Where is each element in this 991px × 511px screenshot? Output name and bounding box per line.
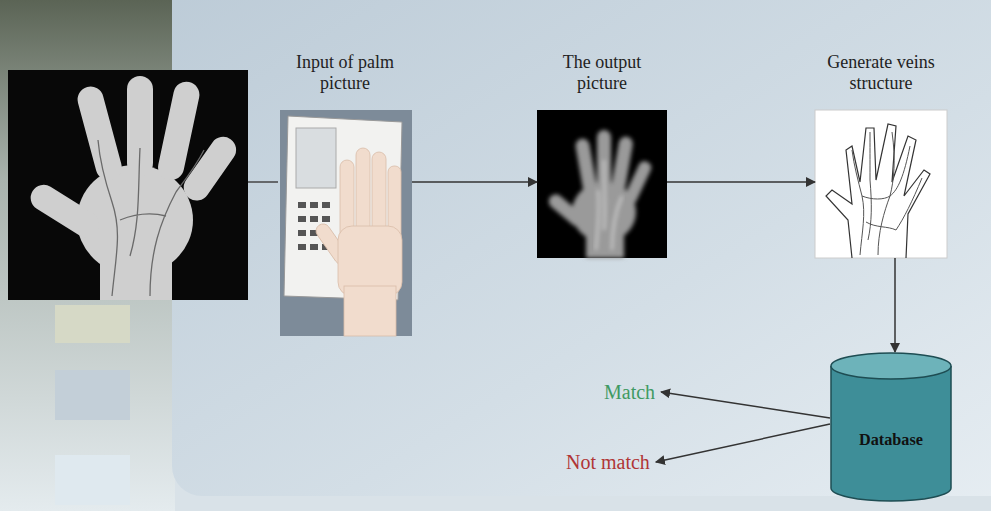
finger (75, 84, 125, 183)
deco-square (55, 455, 130, 505)
finger (622, 159, 653, 206)
palm-photo (8, 70, 248, 300)
vein-glow (596, 160, 622, 250)
vein-lines (852, 132, 922, 255)
flow-arrow (894, 258, 896, 352)
key (322, 216, 330, 222)
flow-arrow (661, 392, 830, 418)
flow-arrow (412, 181, 537, 183)
input-photo (280, 110, 412, 336)
thumb (546, 191, 587, 229)
database-cylinder: Database (830, 352, 952, 502)
link-line (248, 181, 278, 183)
cylinder-shape (830, 352, 952, 502)
cylinder-top (831, 353, 951, 379)
hand-outline (826, 124, 930, 258)
thumb (26, 180, 104, 242)
hand-on-scanner (313, 148, 402, 336)
finger (156, 79, 202, 182)
result-text: Not match (566, 450, 650, 474)
key (298, 230, 306, 236)
key (298, 216, 306, 222)
palm-shape (26, 76, 241, 300)
key (298, 202, 306, 208)
result-label: Match (604, 380, 655, 404)
output-photo (537, 110, 667, 258)
key (310, 202, 318, 208)
deco-square (55, 305, 130, 343)
veins-panel: Generate veins structure (815, 52, 947, 258)
result-text: Match (604, 380, 655, 404)
vein-lines (98, 140, 204, 296)
deco-square (55, 370, 130, 420)
finger (356, 148, 370, 238)
flow-arrow (656, 424, 830, 462)
veins-picture (815, 110, 947, 258)
key (310, 244, 318, 250)
key (310, 216, 318, 222)
result-label: Not match (566, 450, 650, 474)
output-panel: The output picture (537, 52, 667, 258)
panel-heading: Generate veins structure (815, 52, 947, 93)
wrist (100, 230, 172, 300)
key (322, 202, 330, 208)
input-panel: Input of palm picture (278, 52, 412, 338)
cylinder-body (831, 366, 951, 501)
arm (344, 286, 396, 336)
database-label: Database (830, 428, 952, 452)
blurred-hand (546, 130, 653, 258)
palm (338, 226, 402, 296)
scanner-device (284, 116, 402, 300)
key (298, 244, 306, 250)
scanner-screen (296, 128, 336, 188)
flow-arrow (667, 181, 815, 183)
finger (574, 138, 598, 196)
panel-heading: The output picture (537, 52, 667, 93)
panel-heading: Input of palm picture (278, 52, 412, 93)
